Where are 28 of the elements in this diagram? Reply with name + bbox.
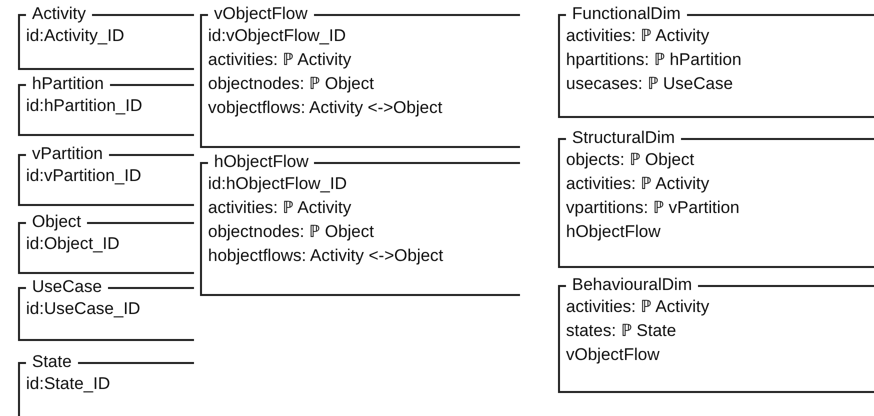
schema-name: vObjectFlow [208, 4, 314, 24]
declaration: id:Object_ID [26, 234, 120, 254]
declaration: id:vObjectFlow_ID [208, 26, 346, 46]
declaration: activities: ℙ Activity [566, 26, 710, 46]
schema-name: Object [26, 212, 88, 232]
schema-name: Activity [26, 4, 92, 24]
declaration: id:State_ID [26, 374, 110, 394]
declaration: vObjectFlow [566, 345, 660, 365]
declaration: usecases: ℙ UseCase [566, 74, 733, 94]
declaration: hpartitions: ℙ hPartition [566, 50, 742, 70]
declaration: hobjectflows: Activity <->Object [208, 246, 444, 266]
declaration: id:UseCase_ID [26, 299, 140, 319]
declaration: activities: ℙ Activity [566, 297, 710, 317]
declaration: id:Activity_ID [26, 26, 124, 46]
declaration: states: ℙ State [566, 321, 676, 341]
declaration: id:hObjectFlow_ID [208, 174, 347, 194]
declaration: objects: ℙ Object [566, 150, 694, 170]
schema-name: hObjectFlow [208, 152, 314, 172]
declaration: activities: ℙ Activity [208, 50, 352, 70]
declaration: objectnodes: ℙ Object [208, 222, 374, 242]
declaration: hObjectFlow [566, 222, 660, 242]
declaration: id:hPartition_ID [26, 96, 142, 116]
declaration: activities: ℙ Activity [566, 174, 710, 194]
declaration: id:vPartition_ID [26, 166, 142, 186]
declaration: objectnodes: ℙ Object [208, 74, 374, 94]
declaration: vobjectflows: Activity <->Object [208, 98, 442, 118]
declaration: vpartitions: ℙ vPartition [566, 198, 740, 218]
declaration: activities: ℙ Activity [208, 198, 352, 218]
